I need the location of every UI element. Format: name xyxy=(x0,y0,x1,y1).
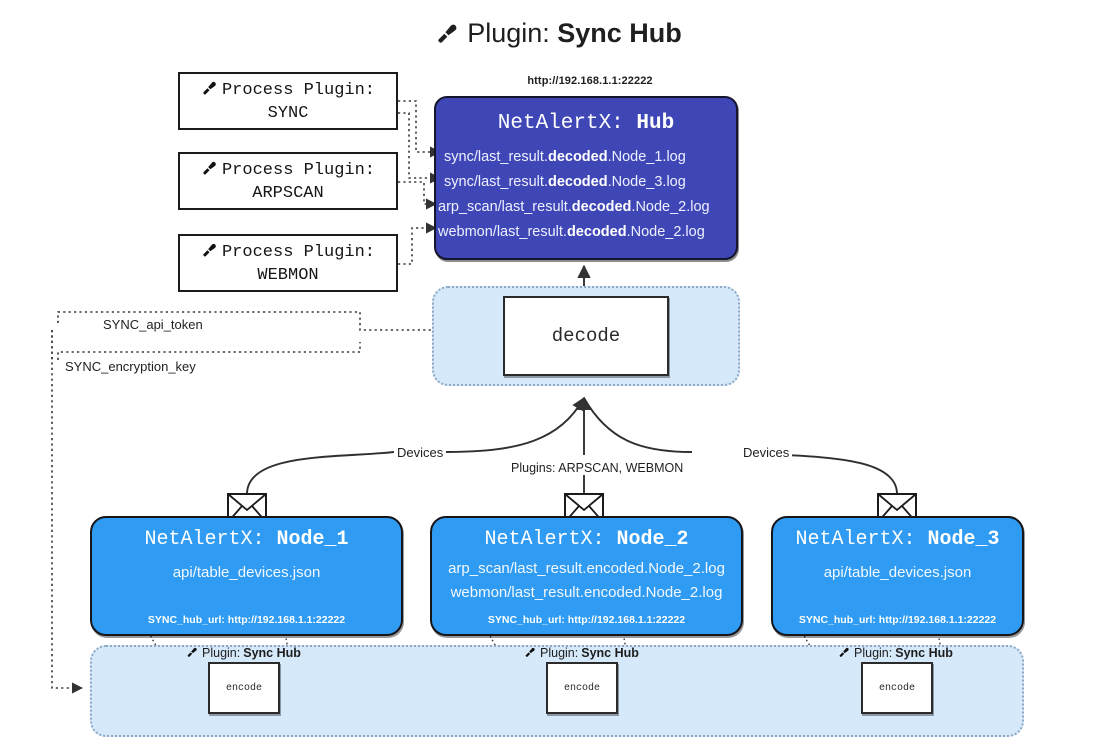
process-plugin-label: Process Plugin: xyxy=(221,242,376,262)
plugin-name: Sync Hub xyxy=(581,646,639,660)
hub-log-list: sync/last_result.decoded.Node_1.log sync… xyxy=(436,145,736,245)
encode-box-1[interactable]: encode xyxy=(208,662,280,714)
node-title-prefix: NetAlertX: xyxy=(484,528,605,551)
node-title-name: Node_1 xyxy=(276,528,349,551)
devices-label-right: Devices xyxy=(740,445,793,460)
log-bold: decoded xyxy=(571,198,632,215)
plugin-name: Sync Hub xyxy=(895,646,953,660)
node-hub-url-label: SYNC_hub_url: http://192.168.1.1:22222 xyxy=(798,614,997,626)
node-file-list: api/table_devices.json xyxy=(773,561,1022,585)
title-name: Sync Hub xyxy=(557,18,682,48)
hub-title-prefix: NetAlertX: xyxy=(497,112,624,135)
encode-box-2[interactable]: encode xyxy=(546,662,618,714)
encoder-plugin-label-3: Plugin: Sync Hub xyxy=(838,645,953,661)
hub-log-row: sync/last_result.decoded.Node_3.log xyxy=(436,170,736,195)
log-pre: arp_scan/last_result. xyxy=(438,198,572,215)
node-title-prefix: NetAlertX: xyxy=(795,528,916,551)
node-1[interactable]: NetAlertX: Node_1 api/table_devices.json… xyxy=(90,516,403,636)
log-pre: webmon/last_result. xyxy=(438,223,567,240)
plugin-prefix: Plugin: xyxy=(854,646,893,660)
plugin-prefix: Plugin: xyxy=(540,646,579,660)
encoder-plugin-label-2: Plugin: Sync Hub xyxy=(524,645,639,661)
hub-log-row: sync/last_result.decoded.Node_1.log xyxy=(436,145,736,170)
title-prefix: Plugin: xyxy=(467,18,550,48)
log-post: .Node_3.log xyxy=(607,173,686,190)
hub-log-row: webmon/last_result.decoded.Node_2.log xyxy=(436,220,736,245)
log-pre: sync/last_result. xyxy=(444,149,548,165)
decode-box[interactable]: decode xyxy=(503,296,669,376)
plugin-prefix: Plugin: xyxy=(202,646,241,660)
log-bold: decoded xyxy=(547,149,608,165)
plug-icon xyxy=(435,19,461,52)
node-file-row: arp_scan/last_result.encoded.Node_2.log xyxy=(448,560,725,577)
node-title-name: Node_2 xyxy=(616,528,689,551)
node-file-row: api/table_devices.json xyxy=(823,564,972,581)
encode-box-3[interactable]: encode xyxy=(861,662,933,714)
plug-icon xyxy=(201,158,219,183)
devices-label-left: Devices xyxy=(394,445,447,460)
log-post: .Node_2.log xyxy=(631,198,710,215)
plug-icon xyxy=(524,645,537,661)
process-plugin-arpscan[interactable]: Process Plugin: ARPSCAN xyxy=(178,152,398,210)
hub-log-row: arp_scan/last_result.decoded.Node_2.log xyxy=(436,195,736,220)
page-title: Plugin: Sync Hub xyxy=(0,18,1117,52)
hub-url-label: http://192.168.1.1:22222 xyxy=(527,75,653,87)
process-plugin-webmon[interactable]: Process Plugin: WEBMON xyxy=(178,234,398,292)
log-bold: decoded xyxy=(566,223,627,240)
node-3[interactable]: NetAlertX: Node_3 api/table_devices.json… xyxy=(771,516,1024,636)
node-file-list: arp_scan/last_result.encoded.Node_2.log … xyxy=(432,557,741,606)
node-hub-url-label: SYNC_hub_url: http://192.168.1.1:22222 xyxy=(487,614,686,626)
log-bold: decoded xyxy=(547,173,608,190)
sync-api-token-label: SYNC_api_token xyxy=(100,317,206,332)
node-file-row: api/table_devices.json xyxy=(172,564,321,581)
plugins-label-middle: Plugins: ARPSCAN, WEBMON xyxy=(508,461,687,475)
node-hub-url-label: SYNC_hub_url: http://192.168.1.1:22222 xyxy=(147,614,346,626)
process-plugin-name: ARPSCAN xyxy=(252,184,324,203)
plug-icon xyxy=(838,645,851,661)
node-title: NetAlertX: Node_1 xyxy=(92,528,401,551)
log-post: .Node_2.log xyxy=(626,223,705,240)
node-title: NetAlertX: Node_3 xyxy=(773,528,1022,551)
process-plugin-sync[interactable]: Process Plugin: SYNC xyxy=(178,72,398,130)
node-2[interactable]: NetAlertX: Node_2 arp_scan/last_result.e… xyxy=(430,516,743,636)
plug-icon xyxy=(201,78,219,103)
node-title: NetAlertX: Node_2 xyxy=(432,528,741,551)
log-pre: sync/last_result. xyxy=(444,173,548,190)
hub-title: NetAlertX: Hub xyxy=(436,112,736,135)
node-title-prefix: NetAlertX: xyxy=(144,528,265,551)
plugin-name: Sync Hub xyxy=(243,646,301,660)
process-plugin-name: SYNC xyxy=(267,104,309,123)
sync-encryption-key-label: SYNC_encryption_key xyxy=(62,359,199,374)
plug-icon xyxy=(201,240,219,265)
process-plugin-name: WEBMON xyxy=(257,266,319,285)
encoder-plugin-label-1: Plugin: Sync Hub xyxy=(186,645,301,661)
log-post: .Node_1.log xyxy=(607,149,686,165)
hub-title-name: Hub xyxy=(636,112,675,135)
process-plugin-label: Process Plugin: xyxy=(221,160,376,180)
node-title-name: Node_3 xyxy=(927,528,1000,551)
process-plugin-label: Process Plugin: xyxy=(221,80,376,100)
hub-node[interactable]: NetAlertX: Hub sync/last_result.decoded.… xyxy=(434,96,738,260)
node-file-row: webmon/last_result.encoded.Node_2.log xyxy=(450,584,723,602)
node-file-list: api/table_devices.json xyxy=(92,561,401,585)
plug-icon xyxy=(186,645,199,661)
